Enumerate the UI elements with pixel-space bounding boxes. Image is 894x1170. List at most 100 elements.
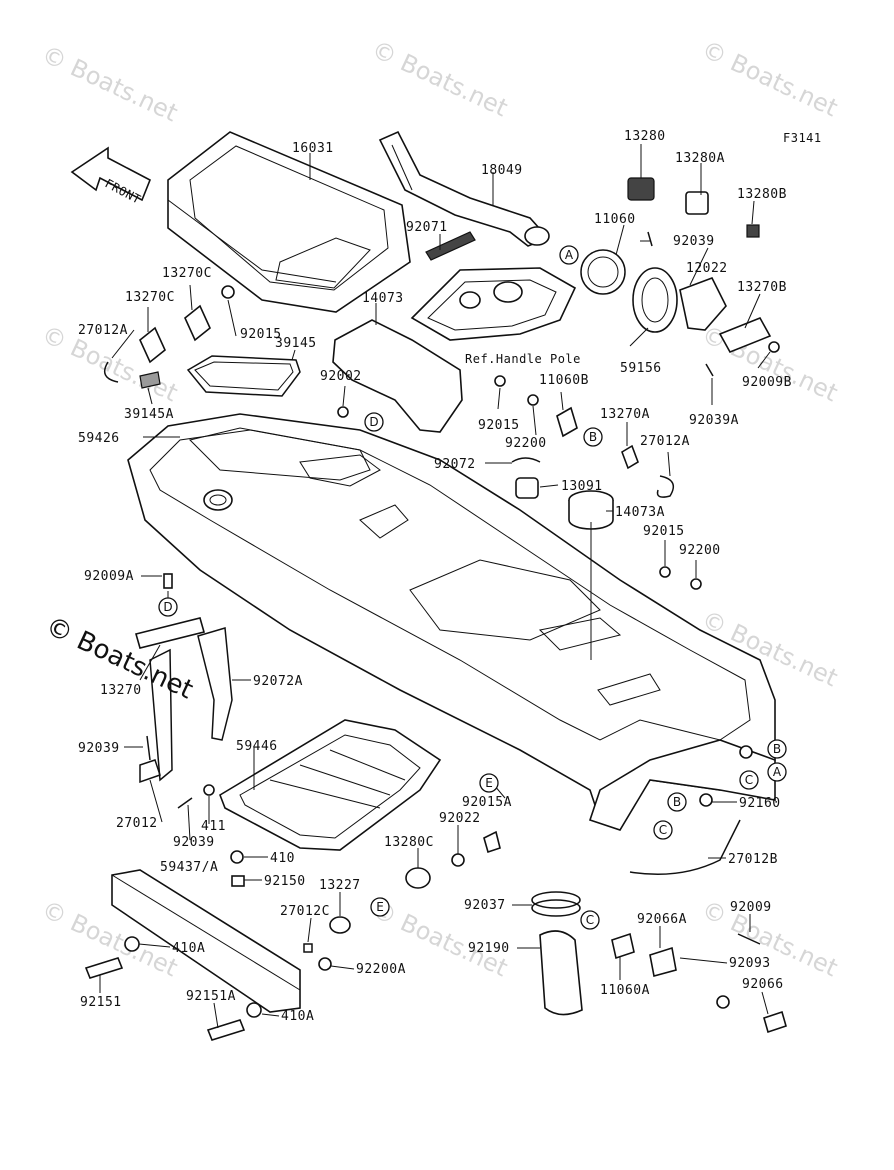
part-label: 13270A xyxy=(600,407,650,422)
part-label: 92009 xyxy=(730,900,772,915)
ref-marker-d: D xyxy=(158,597,178,617)
part-label: 92190 xyxy=(468,941,510,956)
part-label: 92093 xyxy=(729,956,771,971)
ref-marker-c: C xyxy=(580,910,600,930)
part-label: 410A xyxy=(281,1009,314,1024)
svg-text:E: E xyxy=(485,776,493,790)
svg-text:A: A xyxy=(773,765,782,779)
part-label: 411 xyxy=(201,819,226,834)
part-label: 11060 xyxy=(594,212,636,227)
part-label: 92066A xyxy=(637,912,687,927)
gasket-39145 xyxy=(186,355,301,397)
small-parts-left xyxy=(103,285,349,418)
part-label: 92039 xyxy=(78,741,120,756)
part-label: 13270B xyxy=(737,280,787,295)
hull-deck-59426 xyxy=(127,413,776,831)
part-label: 13280 xyxy=(624,129,666,144)
handle-pole-base xyxy=(410,267,577,341)
part-label: 92022 xyxy=(439,811,481,826)
storage-tray-16031 xyxy=(167,131,411,313)
svg-text:B: B xyxy=(589,430,597,444)
part-label: 92066 xyxy=(742,977,784,992)
part-label: 92015 xyxy=(240,327,282,342)
ref-note: Ref.Handle Pole xyxy=(465,352,581,366)
ref-marker-b: B xyxy=(667,792,687,812)
part-label: 92200 xyxy=(505,436,547,451)
watermark: © Boats.net xyxy=(697,320,842,407)
part-label: 27012A xyxy=(640,434,690,449)
part-label: 27012B xyxy=(728,852,778,867)
part-label: 12022 xyxy=(686,261,728,276)
part-label: 92039A xyxy=(689,413,739,428)
part-label: 92039 xyxy=(173,835,215,850)
ref-marker-a: A xyxy=(767,762,787,782)
part-label: 39145 xyxy=(275,336,317,351)
watermark: © Boats.net xyxy=(37,40,182,127)
part-label: 13270C xyxy=(125,290,175,305)
duct-hose-18049 xyxy=(378,130,550,247)
part-label: 11060A xyxy=(600,983,650,998)
svg-text:D: D xyxy=(163,600,172,614)
part-label: 59437/A xyxy=(160,860,218,875)
svg-text:C: C xyxy=(745,773,753,787)
svg-text:A: A xyxy=(565,248,574,262)
part-label: 13280C xyxy=(384,835,434,850)
part-label: 39145A xyxy=(124,407,174,422)
pad-14073 xyxy=(332,319,463,433)
reference-markers: A D B D B A C E B C E C xyxy=(158,245,787,930)
part-label: 16031 xyxy=(292,141,334,156)
part-label: 11060B xyxy=(539,373,589,388)
svg-text:B: B xyxy=(773,742,781,756)
part-label: 13280B xyxy=(737,187,787,202)
svg-text:B: B xyxy=(673,795,681,809)
part-label: 13227 xyxy=(319,878,361,893)
ref-marker-c: C xyxy=(739,770,759,790)
right-middle-parts xyxy=(494,375,702,590)
part-label: 92015 xyxy=(643,524,685,539)
leader-lines xyxy=(99,144,771,1029)
part-labels: F3141 Ref.Handle Pole 16031 18049 13280 … xyxy=(78,129,822,1024)
svg-text:E: E xyxy=(376,900,384,914)
watermark: © Boats.net xyxy=(367,35,512,122)
part-label: 92009A xyxy=(84,569,134,584)
ref-marker-a: A xyxy=(559,245,579,265)
left-bracket-parts xyxy=(135,573,233,809)
part-label: 92071 xyxy=(406,220,448,235)
right-upper-parts xyxy=(580,177,780,377)
part-label: 92072A xyxy=(253,674,303,689)
part-label: 13270 xyxy=(100,683,142,698)
svg-text:C: C xyxy=(586,913,594,927)
ref-marker-e: E xyxy=(479,773,499,793)
part-label: 14073 xyxy=(362,291,404,306)
part-label: 92200A xyxy=(356,962,406,977)
part-label: 18049 xyxy=(481,163,523,178)
part-label: 92160 xyxy=(739,796,781,811)
part-label: 92015 xyxy=(478,418,520,433)
part-label: 92151 xyxy=(80,995,122,1010)
intake-grate-59446 xyxy=(219,719,442,864)
part-label: 13091 xyxy=(561,479,603,494)
part-label: 27012A xyxy=(78,323,128,338)
part-label: 92015A xyxy=(462,795,512,810)
part-label: 13280A xyxy=(675,151,725,166)
part-label: 27012 xyxy=(116,816,158,831)
part-label: 92009B xyxy=(742,375,792,390)
part-label: 27012C xyxy=(280,904,330,919)
part-label: 92150 xyxy=(264,874,306,889)
watermark: © Boats.net xyxy=(697,35,842,122)
ref-marker-b: B xyxy=(767,739,787,759)
ride-plate-59437 xyxy=(84,869,332,1041)
part-label: 59446 xyxy=(236,739,278,754)
part-label: 59156 xyxy=(620,361,662,376)
part-label: 92200 xyxy=(679,543,721,558)
part-label: 410A xyxy=(172,941,205,956)
part-label: 13270C xyxy=(162,266,212,281)
part-label: 92151A xyxy=(186,989,236,1004)
figure-code: F3141 xyxy=(783,131,822,145)
part-label: 59426 xyxy=(78,431,120,446)
front-arrow: FRONT xyxy=(70,146,152,207)
part-label: 92039 xyxy=(673,234,715,249)
lower-center-parts xyxy=(303,793,787,1034)
